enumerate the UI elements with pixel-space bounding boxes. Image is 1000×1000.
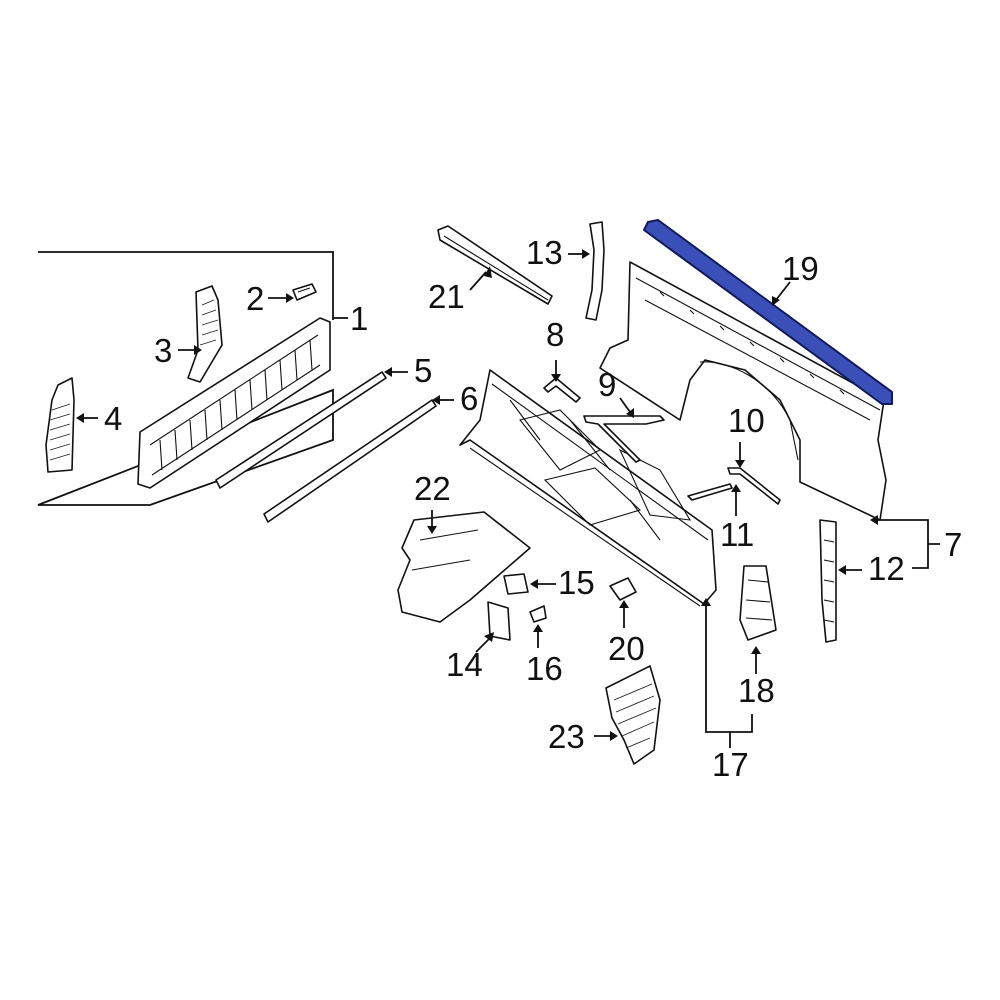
arrow-14 — [484, 632, 494, 642]
arrow-13 — [582, 249, 590, 259]
part-19-top-rail[interactable] — [643, 219, 893, 405]
arrow-21 — [484, 266, 492, 278]
part-9-rod[interactable] — [583, 415, 665, 463]
arrow-5 — [384, 367, 392, 377]
callout-17[interactable]: 17 — [712, 746, 749, 783]
callout-13[interactable]: 13 — [526, 234, 563, 271]
part-1-tailgate-panel[interactable] — [137, 317, 331, 489]
callout-12[interactable]: 12 — [868, 550, 905, 587]
leader-21 — [469, 271, 487, 291]
part-2-clip[interactable] — [292, 283, 317, 301]
arrow-23 — [610, 731, 618, 741]
part-12-side-bracket[interactable] — [819, 519, 837, 643]
callout-19[interactable]: 19 — [782, 250, 819, 287]
callout-20[interactable]: 20 — [608, 630, 645, 667]
leader-19 — [775, 281, 791, 301]
callout-6[interactable]: 6 — [460, 380, 478, 417]
callout-16[interactable]: 16 — [526, 650, 563, 687]
part-3-pillar-trim[interactable] — [187, 285, 223, 383]
callout-14[interactable]: 14 — [446, 646, 483, 683]
part-18-bracket[interactable] — [739, 565, 777, 641]
part-21-header-rail[interactable] — [437, 225, 553, 305]
arrow-9 — [626, 408, 634, 418]
arrow-11 — [731, 484, 741, 492]
arrow-7 — [870, 515, 878, 525]
arrow-16 — [533, 624, 543, 632]
callout-2[interactable]: 2 — [246, 280, 264, 317]
callout-15[interactable]: 15 — [558, 564, 595, 601]
callout-3[interactable]: 3 — [154, 332, 172, 369]
arrow-6 — [432, 395, 440, 405]
callout-4[interactable]: 4 — [104, 400, 122, 437]
arrow-18 — [751, 646, 761, 654]
callout-18[interactable]: 18 — [738, 672, 775, 709]
callout-8[interactable]: 8 — [546, 316, 564, 353]
part-13-arch-strip[interactable] — [585, 221, 605, 321]
callout-10[interactable]: 10 — [728, 402, 765, 439]
part-14-plate[interactable] — [487, 601, 511, 641]
part-20-plug[interactable] — [609, 577, 637, 601]
arrow-15 — [530, 579, 538, 589]
callout-21[interactable]: 21 — [428, 278, 465, 315]
part-4-corner-cap[interactable] — [45, 377, 75, 473]
part-22-wheelhouse-liner[interactable] — [397, 511, 531, 623]
part-6-rail[interactable] — [263, 399, 437, 523]
part-11-rod[interactable] — [687, 483, 733, 501]
leader-9 — [619, 397, 631, 413]
callout-5[interactable]: 5 — [414, 352, 432, 389]
part-16-plug[interactable] — [529, 605, 547, 623]
callout-7[interactable]: 7 — [944, 526, 962, 563]
part-5-rail[interactable] — [215, 371, 387, 489]
callout-11[interactable]: 11 — [720, 516, 754, 553]
part-17-bed-floor[interactable] — [459, 369, 717, 607]
callout-22[interactable]: 22 — [414, 470, 451, 507]
arrow-8 — [551, 374, 561, 382]
arrow-12 — [838, 565, 846, 575]
callout-23[interactable]: 23 — [548, 718, 585, 755]
arrow-22 — [427, 526, 437, 534]
part-23-rear-liner[interactable] — [605, 665, 661, 765]
part-8-bracket[interactable] — [543, 377, 581, 403]
callout-1[interactable]: 1 — [350, 300, 368, 337]
part-15-clip[interactable] — [503, 573, 529, 595]
arrow-10 — [735, 460, 745, 468]
arrow-19 — [772, 296, 780, 306]
arrow-17 — [701, 598, 711, 606]
bracket-7 — [876, 519, 940, 569]
leader-14 — [475, 637, 491, 653]
part-7-side-panel[interactable] — [599, 261, 887, 521]
bracket-17 — [705, 604, 753, 748]
arrow-3 — [194, 345, 202, 355]
arrow-2 — [286, 293, 294, 303]
callout-9[interactable]: 9 — [598, 366, 616, 403]
arrow-4 — [76, 413, 84, 423]
arrow-20 — [619, 600, 629, 608]
